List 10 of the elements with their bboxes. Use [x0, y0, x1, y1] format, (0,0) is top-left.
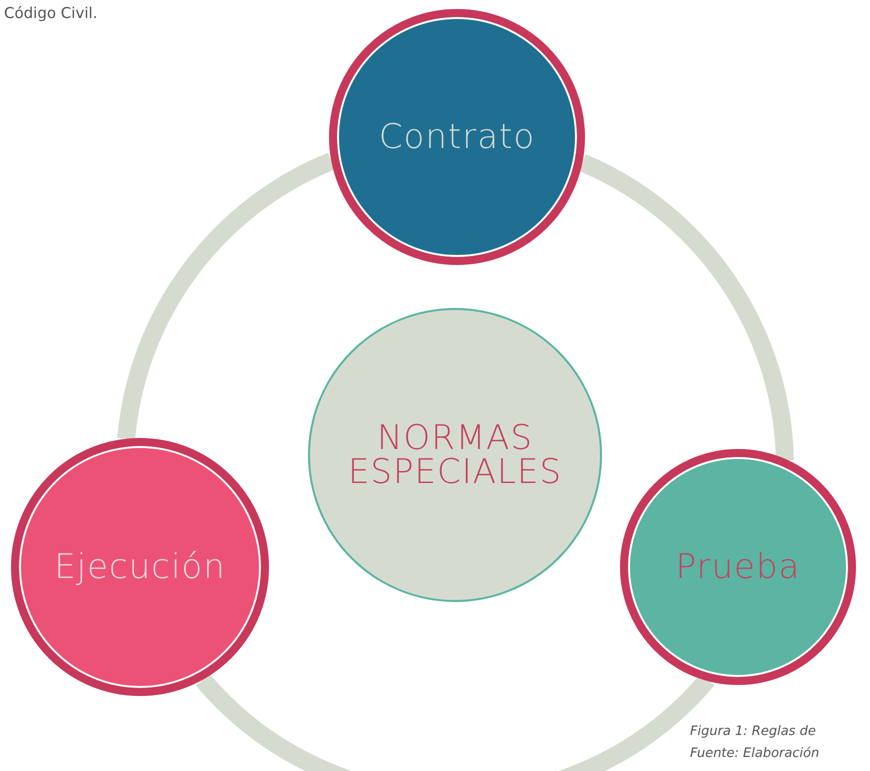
node-label: Ejecución [54, 550, 226, 584]
node-label: Prueba [676, 550, 800, 584]
ring-arc [196, 673, 714, 771]
ring-arc [117, 152, 336, 440]
node-label: NORMAS ESPECIALES [346, 421, 564, 489]
figure-caption: Fuente: Elaboración [690, 746, 820, 761]
node-label: Contrato [378, 120, 536, 154]
text-line: Código Civil. [4, 4, 98, 22]
ring-arc [578, 154, 794, 462]
figure-caption: Figura 1: Reglas de [690, 724, 816, 739]
